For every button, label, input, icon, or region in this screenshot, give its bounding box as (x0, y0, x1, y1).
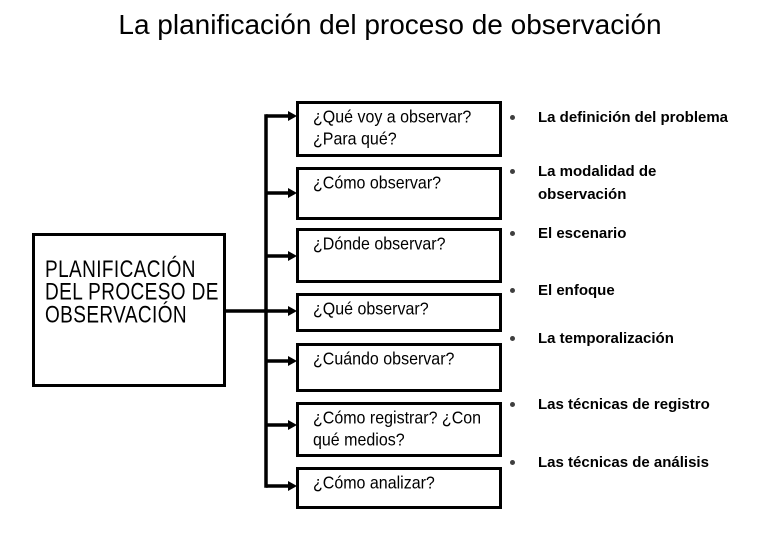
list-item: La definición del problema (510, 106, 760, 129)
bullet-icon (510, 288, 515, 293)
flow-box-label: ¿Qué observar? (313, 300, 429, 320)
planning-process-label: PLANIFICACIÓN DEL PROCESO DE OBSERVACIÓN (45, 256, 219, 329)
flow-box-que-observar: ¿Qué observar? (296, 293, 502, 332)
bullet-label: La temporalización (538, 330, 674, 347)
flow-box-label: ¿Cómo observar? (313, 174, 442, 194)
flow-box-donde-observar: ¿Dónde observar? (296, 228, 502, 283)
flow-box-como-observar: ¿Cómo observar? (296, 167, 502, 220)
list-item: Las técnicas de análisis (510, 451, 760, 474)
list-item: El enfoque (510, 279, 760, 302)
bullet-label: La modalidad de observación (538, 163, 657, 203)
planning-process-box: PLANIFICACIÓN DEL PROCESO DE OBSERVACIÓN (32, 233, 226, 387)
bullet-icon (510, 402, 515, 407)
flow-box-label: ¿Cómo analizar? (313, 474, 435, 494)
flow-box-que-voy-a-observar: ¿Qué voy a observar? ¿Para qué? (296, 101, 502, 157)
flow-box-cuando-observar: ¿Cuándo observar? (296, 343, 502, 392)
flow-box-label: ¿Cómo registrar? ¿Con qué medios? (313, 409, 482, 451)
list-item: Las técnicas de registro (510, 393, 760, 416)
bullet-label: El enfoque (538, 282, 615, 299)
bullet-icon (510, 460, 515, 465)
page-title: La planificación del proceso de observac… (118, 9, 662, 40)
bullet-label: El escenario (538, 225, 627, 242)
flow-box-label: ¿Cuándo observar? (313, 350, 455, 370)
list-item: La temporalización (510, 327, 760, 350)
flow-box-como-analizar: ¿Cómo analizar? (296, 467, 502, 509)
bullet-label: Las técnicas de análisis (538, 454, 709, 471)
bullet-label: Las técnicas de registro (538, 396, 710, 413)
bullet-icon (510, 169, 515, 174)
list-item: El escenario (510, 222, 760, 245)
bullet-icon (510, 115, 515, 120)
flow-box-como-registrar: ¿Cómo registrar? ¿Con qué medios? (296, 402, 502, 457)
bullet-icon (510, 231, 515, 236)
flow-box-label: ¿Dónde observar? (313, 235, 446, 255)
bullet-icon (510, 336, 515, 341)
flow-box-label: ¿Qué voy a observar? ¿Para qué? (313, 108, 472, 150)
list-item: La modalidad de observación (510, 160, 760, 206)
bullet-label: La definición del problema (538, 109, 729, 126)
